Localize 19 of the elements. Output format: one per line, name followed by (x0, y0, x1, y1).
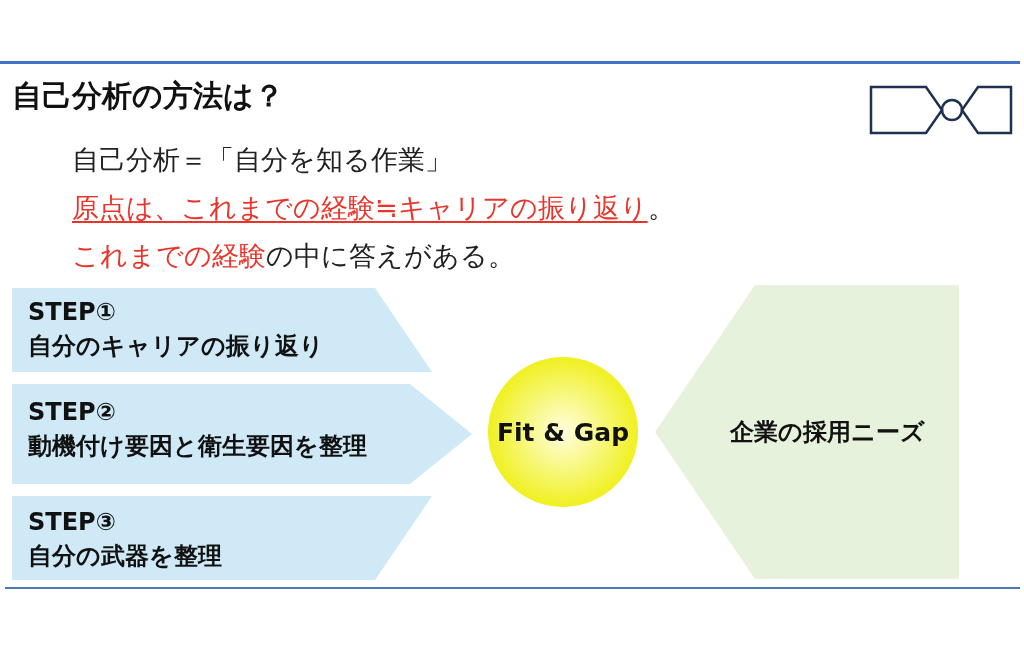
fit-gap-circle (488, 357, 638, 507)
needs-banner (655, 285, 959, 579)
step-title: 自分の武器を整理 (28, 541, 222, 572)
slide-title: 自己分析の方法は？ (12, 77, 284, 115)
step-title: 動機付け要因と衛生要因を整理 (28, 431, 367, 462)
circle-label: Fit & Gap (496, 417, 630, 447)
text-line: 原点は、これまでの経験≒キャリアの振り返り (72, 191, 648, 225)
step-banner (12, 496, 432, 580)
step-title: 自分のキャリアの振り返り (28, 331, 324, 362)
step-number: STEP① (28, 298, 116, 326)
banner-label: 企業の採用ニーズ (729, 417, 925, 448)
step-banner (12, 288, 432, 372)
text-line: 自己分析＝「自分を知る作業」 (72, 143, 452, 177)
step-banner (12, 384, 472, 484)
step-number: STEP② (28, 398, 116, 426)
step-number: STEP③ (28, 508, 116, 536)
text-line: 。 (647, 191, 675, 225)
text-line: これまでの経験 (72, 239, 266, 273)
text-line: の中に答えがある。 (266, 239, 515, 273)
